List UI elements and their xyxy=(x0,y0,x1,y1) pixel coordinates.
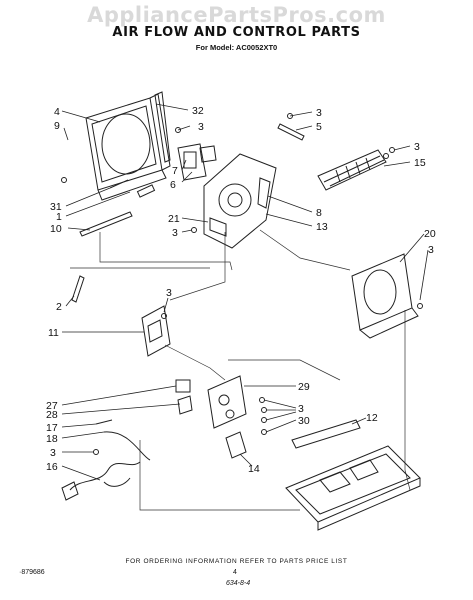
callout-5: 5 xyxy=(316,121,322,133)
drain-tube xyxy=(71,275,85,303)
callout-17: 17 xyxy=(46,422,58,434)
wire-lead xyxy=(103,431,151,461)
motor-mount-plate xyxy=(203,153,277,249)
callout-1: 1 xyxy=(56,211,62,223)
diagram-title: AIR FLOW AND CONTROL PARTS xyxy=(112,25,361,40)
flow-line-control xyxy=(164,344,226,381)
callout-18: 18 xyxy=(46,433,58,445)
callout-27: 27 xyxy=(46,400,58,412)
callout-7: 7 xyxy=(172,165,178,177)
document-number: ·879686 xyxy=(19,569,45,576)
callout-30: 30 xyxy=(298,415,310,427)
brace-bar xyxy=(277,123,305,141)
callout-3: 3 xyxy=(166,287,172,299)
capacitor xyxy=(177,395,193,415)
flow-line-mid xyxy=(228,359,341,381)
flow-line-bottom xyxy=(139,440,300,511)
callout-3: 3 xyxy=(428,244,434,256)
callouts: 4 32 3 9 7 6 31 1 10 21 3 3 5 3 15 8 13 … xyxy=(46,105,436,475)
callout-29: 29 xyxy=(298,381,310,393)
callout-12: 12 xyxy=(366,412,378,424)
callout-15: 15 xyxy=(414,157,426,169)
callout-9: 9 xyxy=(54,120,60,132)
callout-14: 14 xyxy=(248,463,260,475)
callout-32: 32 xyxy=(192,105,204,117)
control-switch-bracket xyxy=(177,143,217,181)
block-part xyxy=(225,431,247,459)
control-bracket xyxy=(141,305,171,357)
revision-code: 634-8-4 xyxy=(226,580,251,587)
side-strip xyxy=(154,91,171,163)
leader-lines xyxy=(61,103,429,481)
grille xyxy=(317,149,387,191)
page-number: 4 xyxy=(233,569,237,576)
callout-16: 16 xyxy=(46,461,58,473)
watermark: AppliancePartsPros.com xyxy=(87,3,386,27)
foam-strip xyxy=(79,211,133,237)
callout-20: 20 xyxy=(424,228,436,240)
ordering-note: FOR ORDERING INFORMATION REFER TO PARTS … xyxy=(125,558,348,565)
base-pan xyxy=(285,445,421,531)
callout-3: 3 xyxy=(298,403,304,415)
screws xyxy=(61,113,423,455)
flow-line-upper-left xyxy=(99,232,233,271)
callout-2: 2 xyxy=(56,301,62,313)
small-bar xyxy=(109,179,129,189)
callout-4: 4 xyxy=(54,106,60,118)
callout-3: 3 xyxy=(50,447,56,459)
flow-line-to-grille xyxy=(259,229,351,271)
callout-3: 3 xyxy=(198,121,204,133)
callout-28: 28 xyxy=(46,409,58,421)
callout-11: 11 xyxy=(48,327,59,339)
screw-part xyxy=(95,419,113,425)
flow-line-center xyxy=(169,232,226,301)
right-frame xyxy=(351,253,419,339)
air-flow-lines xyxy=(70,229,411,511)
callout-3: 3 xyxy=(316,107,322,119)
power-cord xyxy=(61,461,141,501)
model-subtitle: For Model: AC0052XT0 xyxy=(195,43,278,52)
callout-8: 8 xyxy=(316,207,322,219)
flow-line-right xyxy=(404,310,411,491)
callout-13: 13 xyxy=(316,221,328,233)
callout-3: 3 xyxy=(414,141,420,153)
control-panel xyxy=(207,375,247,429)
callout-31: 31 xyxy=(50,201,62,213)
foam-bar xyxy=(291,419,361,449)
callout-3: 3 xyxy=(172,227,178,239)
air-deflector-frame xyxy=(85,93,171,201)
callout-21: 21 xyxy=(168,213,180,225)
callout-6: 6 xyxy=(170,179,176,191)
selector-knob xyxy=(175,379,191,393)
clip-part xyxy=(136,184,156,198)
callout-10: 10 xyxy=(50,223,62,235)
